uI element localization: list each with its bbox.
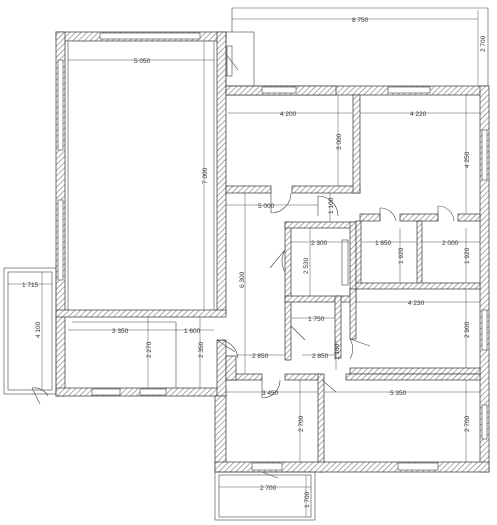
dim-label-kitchen-h1: 2 270 [146,341,153,358]
wall-bath-top [284,221,356,229]
wall-nw-room-south-b [291,185,361,194]
door-terrace [31,387,49,405]
windows [57,32,488,471]
dim-label-hall-small: 1 100 [328,197,335,214]
window-kitchen-south [91,388,121,396]
wall-nw-ne-divider [352,94,361,194]
outlines [3,7,489,521]
door-bottom-mid [321,379,337,393]
window-bottom-1 [251,462,283,471]
terrace-outline [3,267,57,395]
door-bath [269,249,286,273]
dimension-labels: 8 750 2 700 5 050 7 000 4 200 3 000 4 22… [22,17,487,508]
wall-bath-south [284,295,357,303]
door-wc [290,325,306,341]
porch-inner [218,474,312,518]
dim-label-closet-a-height: 1 920 [398,247,405,264]
window-living-west [57,59,64,151]
dim-label-bottom-right-width: 5 350 [390,390,407,397]
wall-kitchen-east [216,339,227,397]
wall-closets-south [355,282,481,290]
dim-label-nw-height: 3 000 [336,133,343,150]
wall-ne-room-south [359,213,381,222]
dim-label-bottom-right-height: 2 700 [464,415,471,432]
wall-bath-west [284,221,292,361]
wall-living-kitchen [55,309,227,318]
dim-label-porch-height: 1 700 [304,491,311,508]
wall-living-east [216,31,227,313]
window-east-2 [481,309,488,351]
wall-bottom-west [214,395,227,473]
dim-label-ne-height: 4 250 [464,151,471,168]
dim-label-kitchen-width: 3 350 [112,328,129,335]
terrace-inner [7,271,53,391]
wall-bottom-divider [317,373,325,473]
wall-wc-east [334,295,342,359]
doors [31,53,455,479]
wall-mid-room-south [349,367,481,375]
wall-nw-room-south [225,185,272,194]
window-balcony [226,45,233,77]
dim-label-kitchen-h2: 2 350 [198,341,205,358]
dim-label-porch-width: 2 700 [260,485,277,492]
window-ne-top [387,86,431,94]
dim-label-bottom-left-height: 2 700 [298,415,305,432]
wall-mid-room-west [349,288,357,340]
wall-closet-divider [416,220,423,286]
door-closet-a [379,207,397,222]
dim-label-mid-width: 4 230 [408,300,425,307]
dim-label-kitchen-part: 1 600 [184,328,201,335]
window-bottom-2 [397,462,439,471]
dim-label-hall-height: 6 300 [239,271,246,288]
wall-ne-room-south-c [457,213,481,222]
door-nw-room [270,192,292,214]
window-kitchen-south-2 [139,388,167,396]
dim-label-bath-height: 2 530 [303,257,310,274]
dim-label-ne-width: 4 220 [410,111,427,118]
dim-label-closet-b-width: 2 000 [442,240,459,247]
dim-label-wc-width: 1 750 [308,316,325,323]
dim-label-living-width: 5 050 [134,58,151,65]
balcony-outline [225,31,255,87]
wall-corridor-stub [225,355,237,381]
dim-label-closet-a-width: 1 850 [375,240,392,247]
dim-label-mid-height: 2 900 [464,321,471,338]
wall-bottom-north-c [345,373,481,381]
dim-label-nw-width: 4 200 [280,111,297,118]
dimension-lines [8,10,480,517]
dim-label-corridor: 2 850 [252,353,269,360]
window-nw-top [261,86,297,94]
door-balcony [225,53,239,71]
window-east-1 [481,129,488,181]
dim-label-terrace-height: 4 100 [35,321,42,338]
wall-closet-a-west [355,220,362,286]
window-east-3 [481,404,488,440]
door-bottom-left [261,379,281,399]
shower-tray [341,239,349,286]
dim-label-bottom-left-width: 3 450 [262,390,279,397]
dim-label-closet-b-height: 1 920 [464,247,471,264]
window-living-west-2 [57,199,64,281]
dim-label-hall-width: 5 000 [258,203,275,210]
wall-bath-east [349,221,357,301]
door-mid-room [349,338,371,360]
dim-label-living-height: 7 000 [202,167,209,184]
walls [55,31,490,473]
dim-label-corridor-b: 2 850 [312,353,329,360]
door-closet-b [437,205,455,222]
door-hall-small [317,195,339,217]
wall-bottom-north-b [284,373,322,381]
dim-label-right-top: 2 700 [480,35,487,52]
dim-label-entry-small: 1 160 [334,343,341,360]
dim-label-terrace-width: 1 715 [22,282,39,289]
wall-ne-room-south-b [399,213,439,222]
wall-bottom-south [214,461,490,473]
porch-outline [214,471,316,521]
dim-label-overall-top: 8 750 [352,17,369,24]
window-living-top [99,32,201,40]
dim-label-bath-width: 2 300 [311,240,328,247]
